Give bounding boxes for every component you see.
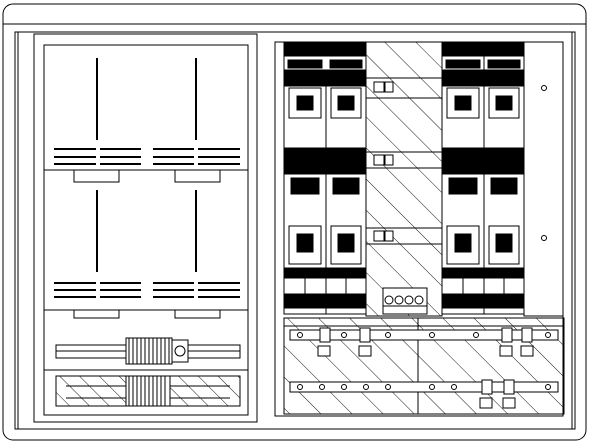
fuse-group-left [283, 41, 367, 315]
meter-panel-upper [44, 58, 248, 183]
terminal-rail-upper [55, 337, 241, 365]
busbar-row-lower [289, 379, 559, 409]
meter-panel-section [33, 33, 258, 423]
busbar-area [283, 317, 565, 415]
center-busbar [365, 41, 443, 317]
fuse-group-right [441, 41, 525, 315]
distribution-section [274, 41, 565, 417]
terminal-rail-lower [55, 375, 241, 407]
meter-panel-lower [54, 190, 240, 319]
busbar-row-upper [289, 327, 559, 357]
